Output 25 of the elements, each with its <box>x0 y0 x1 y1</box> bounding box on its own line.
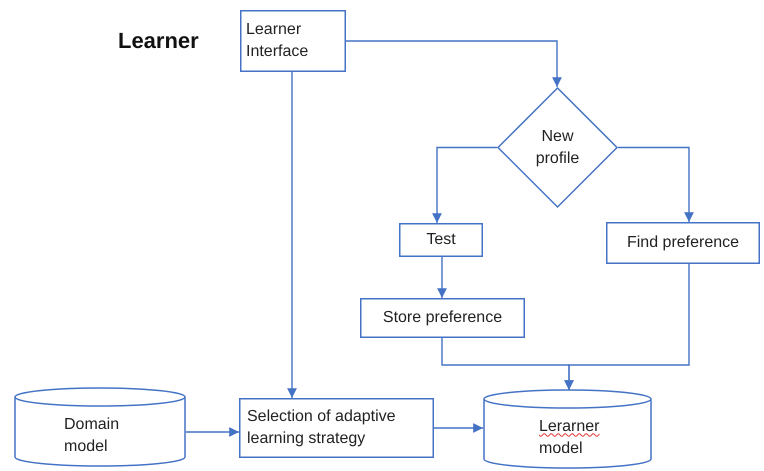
arrow <box>618 146 694 222</box>
process-box <box>399 223 483 257</box>
decision-diamond <box>497 87 618 208</box>
node-label: Test <box>426 230 456 250</box>
node-label: New profile <box>534 126 580 168</box>
node-label: Store preference <box>382 308 502 328</box>
node-label: Selection of adaptive learning strategy <box>247 407 397 449</box>
node-label: Lerarner model <box>539 417 600 459</box>
process-box <box>606 222 760 264</box>
arrow <box>434 423 483 433</box>
node-label: Find preference <box>626 233 740 254</box>
process-box <box>360 298 525 338</box>
node-label: Domain model <box>64 415 120 457</box>
database-cylinder <box>14 388 186 466</box>
diagram-heading: Learner <box>118 28 199 54</box>
arrow <box>346 40 562 87</box>
arrow <box>186 427 239 437</box>
arrow <box>437 257 447 298</box>
database-cylinder <box>483 390 652 468</box>
node-label: Learner Interface <box>246 20 310 62</box>
arrow <box>287 72 297 398</box>
process-box <box>239 398 434 458</box>
arrow <box>432 146 497 223</box>
process-box <box>240 10 346 72</box>
arrow <box>564 264 690 390</box>
